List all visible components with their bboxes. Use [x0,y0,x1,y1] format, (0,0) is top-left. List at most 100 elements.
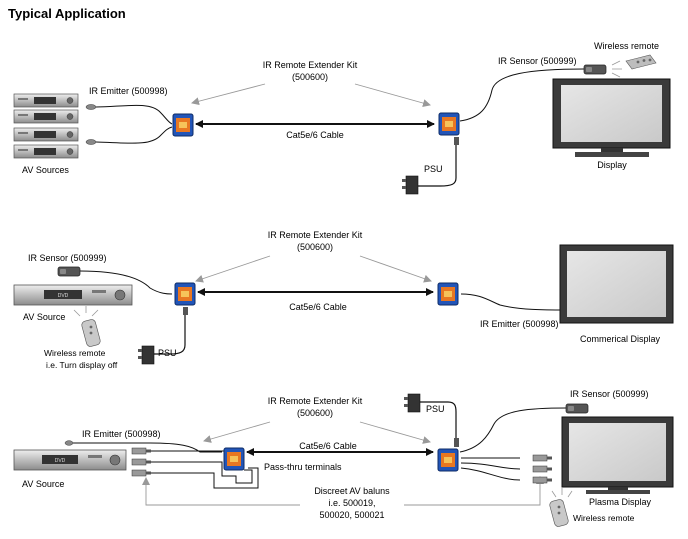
section-2: IR Remote Extender Kit (500600) IR Senso… [13,230,674,370]
emitter-wire-2 [460,293,567,311]
psu-label-3: PSU [426,404,445,414]
psu-plug-2 [183,307,188,315]
av-source-dvd-2: DVD [13,284,133,306]
baluns-label-line3: 500020, 500021 [319,510,384,520]
ir-sensor-3 [565,403,589,414]
kit-code-1: (500600) [292,72,328,82]
display-screen-1 [552,78,671,157]
baluns-label-line2: i.e. 500019, [328,498,375,508]
extender-unit-3-right [437,448,459,472]
balun-left-3 [131,469,152,477]
baluns-label-line1: Discreet AV baluns [314,486,390,496]
kit-label-3: IR Remote Extender Kit [268,396,363,406]
psu-brick-3 [403,393,421,413]
av-source-label-2: AV Source [23,312,65,322]
cable-label-1: Cat5e/6 Cable [286,130,344,140]
ir-emitter-label-3: IR Emitter (500998) [82,429,161,439]
ir-emitter-bulb-3 [64,440,74,446]
wireless-remote-3 [548,498,570,528]
baluns-arrow-right [404,476,544,506]
av-wire-right-2 [460,462,521,470]
kit-arrow-left-2 [195,255,271,283]
extender-unit-1-right [438,112,460,136]
extender-unit-3-left [223,447,245,471]
balun-left-2 [131,458,152,466]
psu-brick-1 [401,175,419,195]
av-wire-left-3 [151,467,259,489]
psu-plug-1 [454,137,459,145]
ir-sensor-label-2: IR Sensor (500999) [28,253,107,263]
ir-sensor-label-1: IR Sensor (500999) [498,56,577,66]
ir-emitter-bulb-1a [85,104,97,110]
section-1: IR Remote Extender Kit (500600) AV Sourc… [13,41,671,195]
kit-label-2: IR Remote Extender Kit [268,230,363,240]
kit-arrow-left-3 [203,421,271,443]
wireless-remote-label-3: Wireless remote [573,513,635,523]
kit-label-1: IR Remote Extender Kit [263,60,358,70]
extender-unit-2-left [174,282,196,306]
extender-unit-2-right [437,282,459,306]
ir-emitter-label-2: IR Emitter (500998) [480,319,559,329]
emitter-wire-1a [95,104,173,125]
psu-brick-2 [137,345,155,365]
wireless-remote-label-2: Wireless remote [44,348,106,358]
psu-wire-2 [154,315,186,355]
cable-label-3: Cat5e/6 Cable [299,441,357,451]
kit-arrow-right-3 [359,421,431,444]
emitter-wire-1b [95,126,173,144]
dvd-player-1d [13,144,79,159]
ir-signal-lines-3 [551,488,573,498]
display-screen-2 [559,244,674,324]
kit-arrow-left-1 [191,83,266,106]
page-title: Typical Application [8,6,126,21]
dvd-player-1c [13,127,79,142]
plasma-display-label: Plasma Display [589,497,652,507]
av-source-dvd-3: DVD [13,449,127,471]
ir-signal-lines-1 [611,60,622,78]
psu-label-2: PSU [158,348,177,358]
kit-arrow-right-2 [359,255,432,283]
wireless-remote-1 [625,54,657,70]
dvd-player-1a [13,93,79,108]
ir-signal-lines-2 [73,306,99,317]
av-sources-label: AV Sources [22,165,69,175]
dvd-label-3: DVD [55,458,66,464]
av-wire-right-3 [460,467,521,481]
sensor-wire-1 [459,68,585,122]
balun-right-1 [532,454,553,462]
kit-code-3: (500600) [297,408,333,418]
balun-left-1 [131,447,152,455]
plasma-display [561,416,674,494]
kit-arrow-right-1 [354,83,431,107]
display-label-1: Display [597,160,627,170]
psu-wire-1 [418,145,457,187]
wireless-remote-2 [80,318,102,348]
ir-sensor-2 [57,266,81,277]
baluns-arrow-left [142,477,300,506]
ir-emitter-bulb-1b [85,139,97,145]
display-label-2: Commerical Display [580,334,661,344]
section-3: IR Remote Extender Kit (500600) IR Emitt… [13,389,674,528]
sensor-wire-3 [459,407,567,453]
ir-sensor-1 [583,64,607,75]
psu-label-1: PSU [424,164,443,174]
extender-unit-1-left [172,113,194,137]
passthru-label: Pass-thru terminals [264,462,342,472]
kit-code-2: (500600) [297,242,333,252]
balun-right-3 [532,476,553,484]
ir-emitter-label-1: IR Emitter (500998) [89,86,168,96]
av-source-label-3: AV Source [22,479,64,489]
dvd-label-2: DVD [58,293,69,299]
wireless-remote-label-1: Wireless remote [594,41,659,51]
remote-note-2: i.e. Turn display off [46,360,118,370]
psu-plug-3 [454,438,459,447]
emitter-wire-3 [73,442,222,453]
dvd-player-1b [13,109,79,124]
balun-right-2 [532,465,553,473]
sensor-wire-2 [79,270,173,295]
ir-sensor-label-3: IR Sensor (500999) [570,389,649,399]
psu-wire-3 [420,401,457,438]
av-wire-left-2 [151,461,253,484]
cable-label-2: Cat5e/6 Cable [289,302,347,312]
